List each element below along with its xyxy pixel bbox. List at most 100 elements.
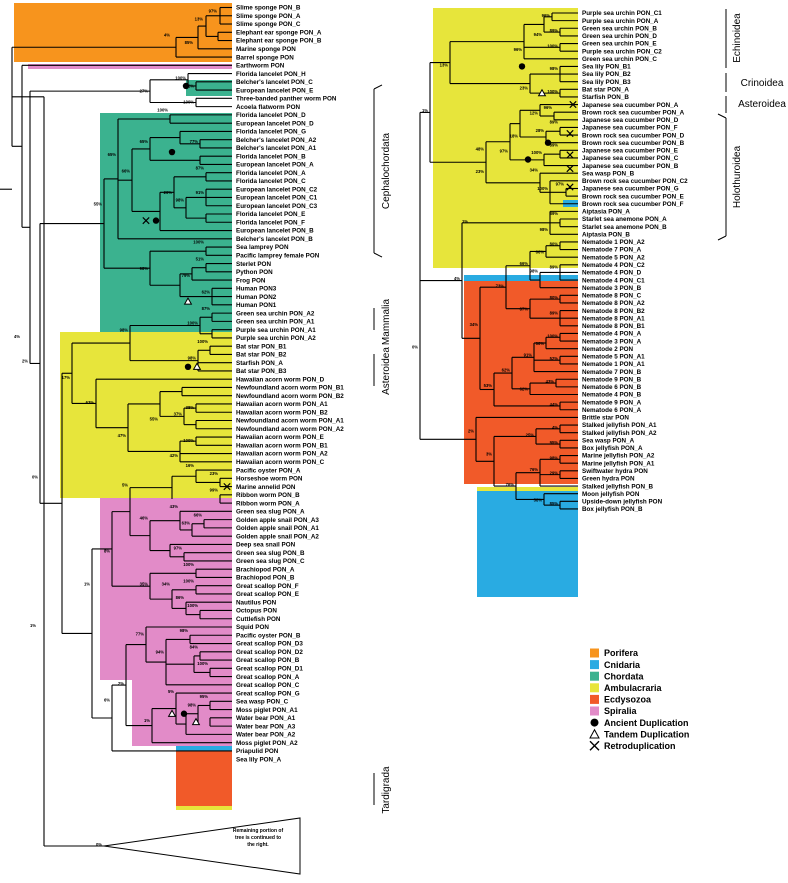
support-value: 48%: [476, 146, 485, 151]
left-taxon-label: Green sea slug PON_A: [236, 509, 305, 516]
left-taxon-label: Octopus PON: [236, 608, 277, 615]
right-taxon-label: Brown rock sea cucumber PON_A: [582, 109, 685, 116]
left-taxon-label: Nautilus PON: [236, 599, 277, 606]
left-taxon-label: Great scallop PON_D1: [236, 666, 303, 673]
legend-label: Ecdysozoa: [604, 695, 652, 705]
support-value: 5%: [122, 483, 128, 488]
support-value: 25%: [526, 432, 535, 437]
support-value: 100%: [537, 186, 548, 191]
legend-label: Porifera: [604, 648, 639, 658]
left-taxon-label: Horseshoe worm PON: [236, 476, 303, 483]
group-label: Tardigrada: [381, 766, 392, 814]
continuation-triangle: Remaining portion of tree is continued t…: [103, 817, 301, 875]
right-taxon-label: Nematode 3 PON_A: [582, 338, 642, 345]
right-taxon-label: Box jellyfish PON_A: [582, 445, 643, 452]
right-taxon-label: Sea wasp PON_A: [582, 437, 635, 444]
right-taxon-label: Green hydra PON: [582, 476, 635, 483]
right-taxon-label: Nematode 4 PON_C2: [582, 262, 645, 269]
support-value: 100%: [547, 89, 558, 94]
band-ecdysozoa-nematodes: [464, 281, 578, 484]
support-value: 94%: [534, 32, 543, 37]
left-taxon-label: Golden apple snail PON_A3: [236, 517, 319, 524]
support-value: 13%: [195, 17, 204, 22]
clade-color-bands: [14, 3, 578, 810]
left-taxon-label: Marine sponge PON: [236, 46, 296, 53]
support-value: 63%: [86, 400, 95, 405]
left-taxon-label: Slime sponge PON_C: [236, 21, 301, 28]
band-porifera: [14, 3, 232, 62]
right-taxon-label: Aiptasia PON_B: [582, 231, 630, 238]
support-value: 18%: [510, 133, 519, 138]
left-taxon-label: Ribbon worm PON_B: [236, 492, 300, 499]
support-value: 55%: [94, 202, 103, 207]
right-taxon-label: Nematode 7 PON_B: [582, 369, 642, 376]
left-taxon-label: Deep sea snail PON: [236, 542, 296, 549]
group-label: Holothuroidea: [732, 145, 743, 208]
right-taxon-label: Brown rock sea cucumber PON_B: [582, 140, 685, 147]
support-value: 37%: [174, 412, 183, 417]
right-taxon-label: Nematode 8 PON_A2: [582, 300, 645, 307]
support-value: 62%: [502, 368, 511, 373]
band-ambulacraria-sealily: [176, 806, 232, 810]
support-value: 4%: [14, 334, 20, 339]
legend-label: Ancient Duplication: [604, 718, 689, 728]
right-taxon-label: Nematode 4 PON_A: [582, 331, 642, 338]
support-value: 66%: [122, 169, 131, 174]
right-taxon-label: Japanese sea cucumber PON_D: [582, 117, 679, 124]
tandem-duplication-marker: [167, 709, 177, 717]
left-taxon-label: Belcher's lancelet PON_A1: [236, 145, 317, 152]
left-taxon-label: European lancelet PON_C2: [236, 186, 318, 193]
support-value: 58%: [534, 497, 543, 502]
support-value: 98%: [188, 355, 197, 360]
left-taxon-label: Hawaiian acorn worm PON_C: [236, 459, 325, 466]
support-value: 100%: [547, 333, 558, 338]
support-value: 76%: [506, 482, 515, 487]
support-value: 100%: [183, 578, 194, 583]
support-value: 66%: [194, 512, 203, 517]
support-value: 95%: [550, 440, 559, 445]
right-taxon-label: Green sea urchin PON_D: [582, 33, 657, 40]
support-value: 2%: [118, 681, 124, 686]
support-value: 100%: [547, 43, 558, 48]
legend-item: Ecdysozoa: [590, 695, 652, 705]
left-taxon-label: Florida lancelet PON_C: [236, 178, 306, 185]
left-taxon-label: Purple sea urchin PON_A1: [236, 327, 316, 334]
support-values: 97%13%85%100%92%100%27%100%65%77%87%91%9…: [14, 8, 564, 847]
right-taxon-label: Nematode 1 PON_A2: [582, 239, 645, 246]
left-taxon-label: Florida lancelet PON_H: [236, 71, 306, 78]
support-value: 4%: [552, 425, 558, 430]
left-taxon-label: Green sea slug PON_C: [236, 558, 305, 565]
support-value: 89%: [550, 120, 559, 125]
left-taxon-label: Moss piglet PON_A2: [236, 740, 298, 747]
left-taxon-label: Hawaiian acorn worm PON_B1: [236, 442, 328, 449]
support-value: 98%: [550, 455, 559, 460]
legend: PoriferaCnidariaChordataAmbulacrariaEcdy…: [589, 648, 689, 751]
left-taxon-label: Brachiopod PON_B: [236, 575, 295, 582]
support-value: 89%: [550, 143, 559, 148]
band-cnidaria-jellyfish: [477, 491, 578, 597]
support-value: 17%: [62, 375, 71, 380]
group-label: Asteroidea: [738, 99, 786, 110]
left-taxon-label: Barrel sponge PON: [236, 54, 294, 61]
legend-swatch: [590, 660, 599, 670]
left-taxon-label: Great scallop PON_D2: [236, 649, 303, 656]
legend-item: Ancient Duplication: [590, 718, 689, 728]
right-taxon-label: Nematode 6 PON_B: [582, 384, 642, 391]
support-value: 27%: [140, 89, 149, 94]
support-value: 34%: [470, 322, 479, 327]
left-taxon-label: Newfoundland acorn worm PON_B2: [236, 393, 344, 400]
support-value: 97%: [500, 149, 509, 154]
support-value: 52%: [550, 356, 559, 361]
left-taxon-label: Great scallop PON_A: [236, 674, 300, 681]
left-taxon-label: Water bear PON_A3: [236, 723, 296, 730]
support-value: 100%: [197, 661, 208, 666]
right-taxon-label: Japanese sea cucumber PON_E: [582, 148, 678, 155]
tandem-duplication-icon: [589, 728, 600, 739]
left-taxon-label: Florida lancelet PON_D: [236, 112, 306, 119]
support-value: 53%: [484, 383, 493, 388]
tandem-duplication-marker: [192, 362, 202, 370]
support-value: 96%: [544, 105, 553, 110]
right-taxon-label: Stalked jellyfish PON_A1: [582, 422, 657, 429]
